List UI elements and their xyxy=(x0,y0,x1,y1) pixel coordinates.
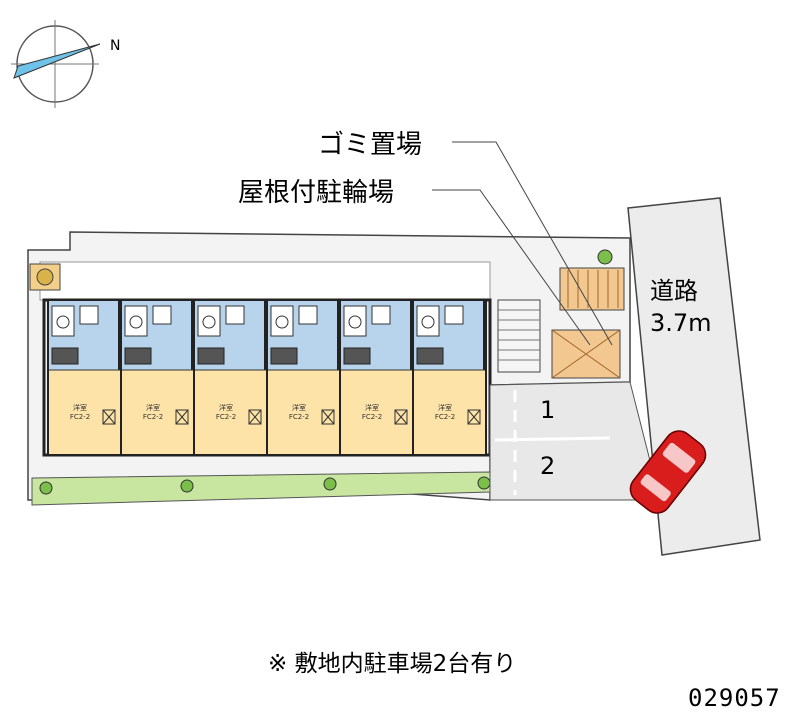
unit-room-type: 洋室 xyxy=(438,404,452,412)
apartment-unit xyxy=(412,299,487,456)
apartment-building xyxy=(42,298,492,457)
unit-room-type: 洋室 xyxy=(292,404,306,412)
unit-room-size: FC2-2 xyxy=(69,413,91,421)
apartment-unit xyxy=(266,299,341,456)
unit-room-type: 洋室 xyxy=(365,404,379,412)
parking-spot-2-label: 2 xyxy=(540,452,556,480)
apartment-unit xyxy=(47,299,122,456)
planter-icon xyxy=(29,263,61,291)
roofed-bicycle-parking xyxy=(559,267,625,311)
shrub-icons xyxy=(39,249,613,495)
unit-room-size: FC2-2 xyxy=(142,413,164,421)
unit-room-size: FC2-2 xyxy=(361,413,383,421)
callout-leader-lines xyxy=(432,141,613,346)
property-code: 029057 xyxy=(688,684,781,712)
lawn-strip xyxy=(31,471,491,506)
unit-room-type: 洋室 xyxy=(219,404,233,412)
parking-footnote: ※ 敷地内駐車場2台有り xyxy=(268,651,517,677)
compass-icon xyxy=(11,20,101,108)
unit-room-size: FC2-2 xyxy=(215,413,237,421)
unit-room-type: 洋室 xyxy=(146,404,160,412)
apartment-unit xyxy=(120,299,195,456)
road-width-label: 3.7m xyxy=(650,309,712,337)
road-name-label: 道路 xyxy=(650,277,698,305)
parking-spot-1-label: 1 xyxy=(540,396,556,424)
staircase xyxy=(497,299,541,373)
car-icon xyxy=(629,430,707,514)
garbage-area xyxy=(551,329,621,379)
apartment-unit xyxy=(193,299,268,456)
unit-room-type: 洋室 xyxy=(73,404,87,412)
unit-room-size: FC2-2 xyxy=(434,413,456,421)
compass-north-label: N xyxy=(110,38,121,54)
bicycle-parking-label: 屋根付駐輪場 xyxy=(238,178,395,208)
garbage-area-label: ゴミ置場 xyxy=(318,130,423,160)
apartment-unit xyxy=(339,299,414,456)
unit-room-size: FC2-2 xyxy=(288,413,310,421)
